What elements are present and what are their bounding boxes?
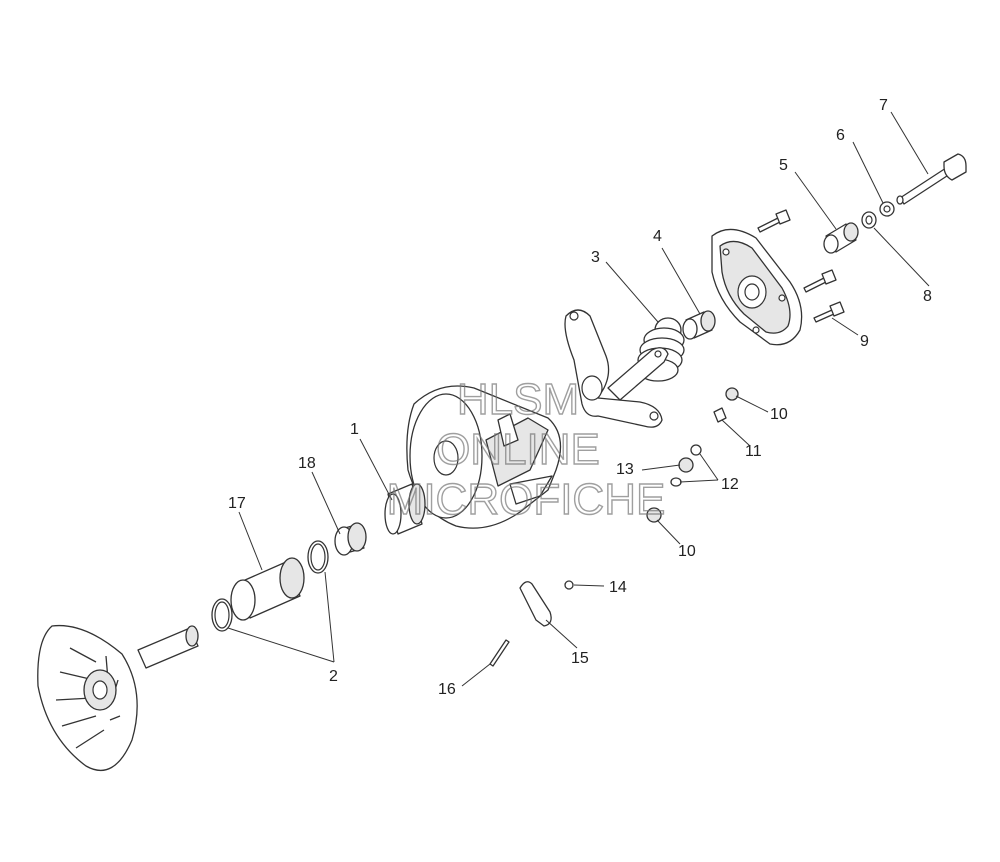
part-6-washer: [879, 201, 895, 217]
callout-3: 3: [591, 249, 600, 266]
part-1-bushing: [384, 483, 426, 535]
callout-8: 8: [923, 288, 932, 305]
fixed-sheave-shaft: [37, 624, 199, 771]
leader-lines: [227, 111, 930, 687]
part-8-washer: [861, 211, 877, 229]
callout-15: 15: [571, 650, 589, 667]
callout-6: 6: [836, 127, 845, 144]
spider-assembly: [564, 309, 669, 428]
part-11-pin: [713, 407, 727, 423]
part-10-roller-upper: [725, 387, 739, 401]
movable-sheave: [406, 385, 562, 529]
part-4-sleeve: [682, 310, 716, 340]
part-16-pin: [489, 639, 510, 667]
part-18-ring: [334, 522, 367, 556]
part-17-sleeve: [230, 557, 305, 621]
callout-11: 11: [745, 443, 762, 460]
watermark: HLSM ONLINE MICROFICHE: [386, 374, 666, 524]
part-5-bushing: [823, 222, 859, 254]
callout-18: 18: [298, 455, 316, 472]
part-12-washers: [670, 444, 702, 487]
callout-9: 9: [860, 333, 869, 350]
callout-4: 4: [653, 228, 662, 245]
callout-2: 2: [329, 668, 338, 685]
callout-12: 12: [721, 476, 739, 493]
watermark-line-2: ONLINE: [436, 425, 600, 474]
part-15-weight: [519, 581, 552, 627]
part-7-bolt: [896, 153, 967, 205]
part-14-nut: [564, 580, 574, 590]
callout-13: 13: [616, 461, 634, 478]
callout-10-lower: 10: [678, 543, 696, 560]
part-13-roller: [678, 457, 694, 473]
callout-1: 1: [350, 421, 359, 438]
callout-7: 7: [879, 97, 888, 114]
part-10-roller-lower: [646, 507, 662, 523]
callout-labels: 7 6 5 8 9 4 3 10 11 12 13 10 14 15 16 1 …: [228, 97, 932, 698]
callout-16: 16: [438, 681, 456, 698]
callout-14: 14: [609, 579, 627, 596]
watermark-line-3: MICROFICHE: [387, 475, 666, 524]
watermark-line-1: HLSM: [457, 375, 579, 424]
callout-5: 5: [779, 157, 788, 174]
part-2-orings: [211, 540, 329, 632]
part-9-bolts: [757, 209, 845, 323]
callout-10-upper: 10: [770, 406, 788, 423]
cover-plate: [711, 228, 803, 346]
callout-17: 17: [228, 495, 246, 512]
